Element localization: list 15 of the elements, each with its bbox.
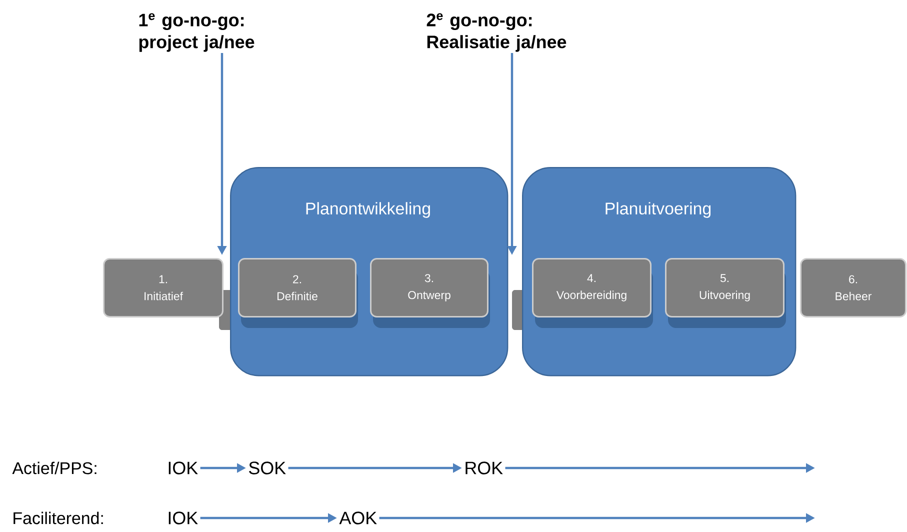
step-box: 2. Definitie [238, 258, 358, 328]
milestone-text: ROK [466, 462, 503, 474]
milestone-text: IOK [168, 462, 198, 474]
milestone-text: SOK [249, 462, 286, 474]
row-label: Faciliterend: [14, 512, 103, 524]
decision-text: 1$^{e}$ go-no-go: project ja/nee [139, 13, 254, 52]
decision-text: 2$^{e}$ go-no-go: Realisatie ja/nee [426, 13, 566, 52]
row-label: Actief/PPS: [12, 462, 96, 474]
step-box: 5. Uitvoering [665, 258, 786, 328]
step-box: 4. Voorbereiding [532, 258, 653, 328]
step-box: 6. Beheer [800, 258, 906, 318]
milestone-text: IOK [168, 512, 198, 524]
step-box: 1. Initiatief [103, 258, 224, 318]
milestone-text: AOK [339, 512, 377, 524]
step-box: 3. Ontwerp [370, 258, 490, 328]
